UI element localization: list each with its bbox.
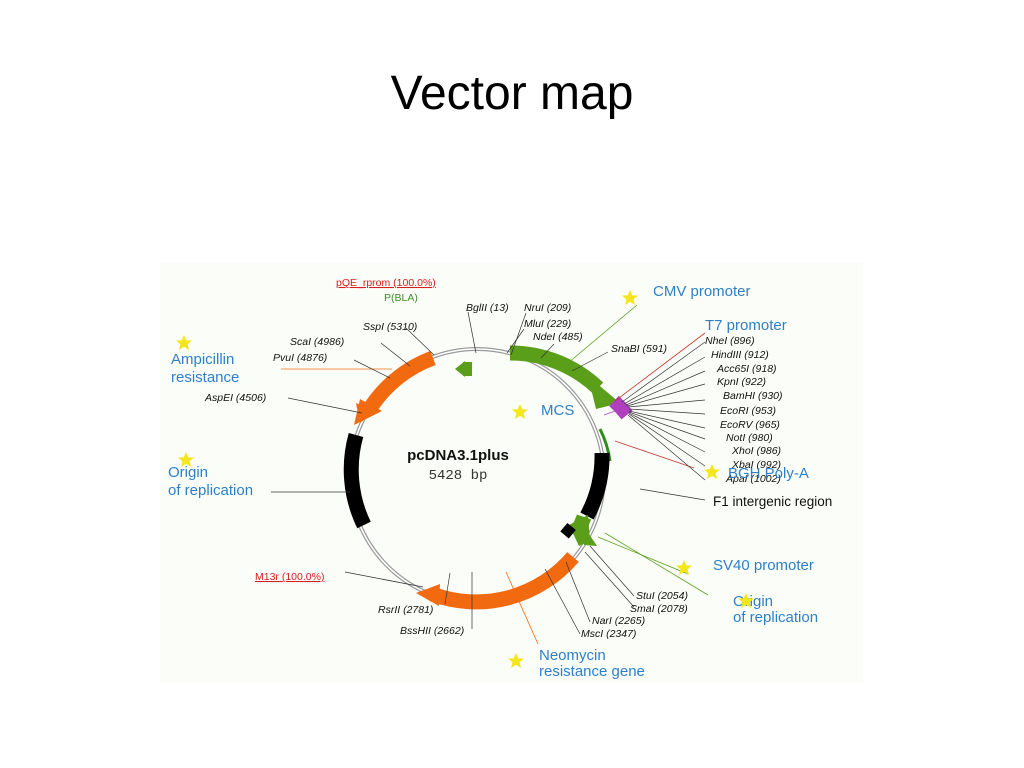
feature-label-f1: F1 intergenic region [713, 494, 832, 509]
site-label: ApaI (1002) [725, 473, 781, 485]
site-label: EcoRV (965) [720, 419, 780, 431]
mcs-block [609, 395, 633, 420]
site-label: Acc65I (918) [716, 363, 777, 375]
feature-label-neo-2: resistance gene [539, 663, 645, 680]
cmv-promoter-arc [509, 345, 604, 394]
vector-map-figure: pcDNA3.1plus 5428 bp [160, 263, 863, 683]
site-label: KpnI (922) [717, 376, 766, 388]
neomycin-arrowhead [416, 584, 440, 606]
cmv-promoter-arrowhead [588, 376, 620, 409]
site-label: XhoI (986) [731, 445, 781, 457]
plasmid-map: pcDNA3.1plus 5428 bp [168, 277, 832, 680]
sv40-ori-marker [560, 522, 576, 539]
feature-leader-lines [271, 304, 709, 645]
site-label: EcoRI (953) [720, 405, 776, 417]
plasmid-name: pcDNA3.1plus [407, 447, 509, 464]
site-label: NheI (896) [705, 335, 755, 347]
feature-label-ori-right-1: Origin [733, 593, 773, 610]
site-label: AspEI (4506) [204, 392, 266, 404]
site-leader-lines [287, 311, 706, 635]
feature-label-amp-1: Ampicillin [171, 351, 234, 368]
site-label: SmaI (2078) [630, 603, 688, 615]
feature-label-neo-1: Neomycin [539, 647, 606, 664]
feature-label-bgh: BGH Poly-A [728, 465, 809, 482]
site-label: SspI (5310) [363, 321, 417, 333]
origin-left-bar [343, 432, 371, 529]
slide-title: Vector map [390, 67, 634, 120]
star-icon [512, 404, 528, 419]
site-label: MscI (2347) [581, 628, 636, 640]
star-icon [508, 653, 524, 668]
site-label: HindIII (912) [711, 349, 769, 361]
feature-label-sv40: SV40 promoter [713, 557, 814, 574]
feature-label-t7: T7 promoter [705, 317, 787, 334]
neomycin-arc [429, 552, 579, 610]
site-label: XbaI (992) [731, 459, 781, 471]
f1-region [631, 459, 642, 513]
feature-label-amp-2: resistance [171, 369, 239, 386]
site-label: NotI (980) [726, 432, 773, 444]
feature-label-ori-left-2: of replication [168, 482, 253, 499]
site-label: StuI (2054) [636, 590, 688, 602]
feature-label-ori-left-1: Origin [168, 464, 208, 481]
plasmid-size: 5428 bp [429, 468, 488, 484]
f1-block [580, 452, 610, 520]
site-label: NdeI (485) [533, 331, 583, 343]
site-label: P(BLA) [384, 292, 418, 304]
site-label: SnaBI (591) [611, 343, 667, 355]
star-icon [176, 335, 192, 350]
site-label: M13r (100.0%) [255, 571, 324, 583]
site-label: BglII (13) [466, 302, 509, 314]
star-icon [704, 464, 720, 479]
feature-label-cmv: CMV promoter [653, 283, 751, 300]
feature-label-mcs: MCS [541, 402, 574, 419]
star-icon [622, 290, 638, 305]
site-label: PvuI (4876) [273, 352, 327, 364]
site-label: BssHII (2662) [400, 625, 464, 637]
site-label: BamHI (930) [723, 390, 783, 402]
site-label: RsrII (2781) [378, 604, 433, 616]
site-label: NarI (2265) [592, 615, 645, 627]
site-label: ScaI (4986) [290, 336, 344, 348]
bgh-polya-mark [598, 428, 612, 462]
pbla-arrow [455, 361, 465, 377]
site-label: NruI (209) [524, 302, 571, 314]
ampicillin-arc [362, 350, 436, 415]
site-label: MluI (229) [524, 318, 571, 330]
feature-label-ori-right-2: of replication [733, 609, 818, 626]
site-label: pQE_rprom (100.0%) [336, 277, 436, 289]
